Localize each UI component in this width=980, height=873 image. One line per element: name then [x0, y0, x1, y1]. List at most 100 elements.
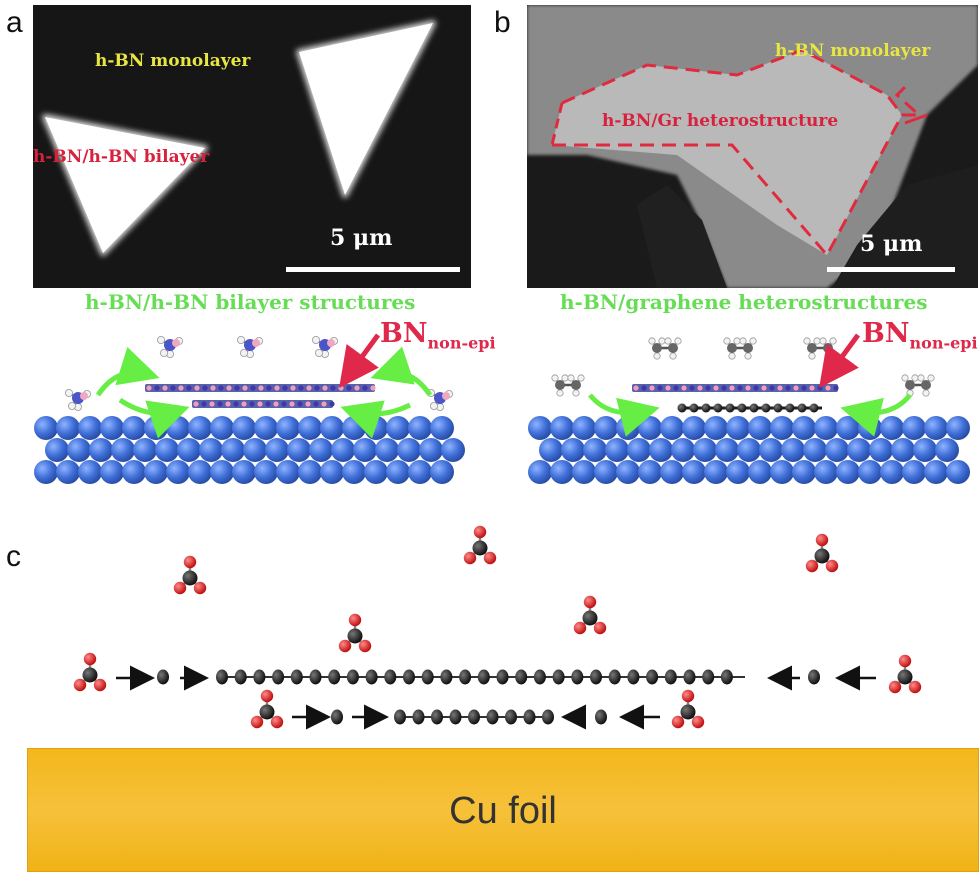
carbon-atom: [496, 669, 509, 685]
sem-image-a: h-BN monolayer h-BN/h-BN bilayer 5 μm: [33, 5, 471, 288]
cu-atom: [902, 460, 926, 484]
hydrogen-atom: [669, 352, 677, 360]
cu-atom: [353, 438, 377, 462]
cu-atom: [34, 460, 58, 484]
oxygen-atom: [805, 559, 819, 573]
oxygen-atom: [473, 525, 487, 539]
carbon-atom: [720, 669, 733, 685]
oxygen-atom: [463, 551, 477, 565]
carbon-atom: [533, 669, 546, 685]
carbon-atom: [272, 669, 285, 685]
carbon-atom: [328, 669, 341, 685]
bn-atom: [282, 385, 288, 391]
bn-atom: [186, 385, 192, 391]
hydrogen-atom: [68, 401, 77, 410]
hydrogen-atom: [577, 374, 585, 382]
triangle-flakes: [42, 20, 436, 256]
hbn-layer: [632, 384, 838, 392]
bn-atom: [273, 401, 279, 407]
carbon-atom: [331, 709, 343, 725]
bn-atom: [697, 385, 703, 391]
diffusion-arrows: [95, 333, 912, 439]
molecule-side: [327, 339, 335, 347]
carbon-atom: [472, 540, 488, 556]
label-hbn-monolayer-b: h-BN monolayer: [775, 41, 931, 61]
carbon-atom: [689, 403, 699, 413]
bn-atom: [233, 401, 239, 407]
green-arrow-a-right-down: [340, 400, 412, 439]
carbon-atom: [555, 380, 565, 390]
bn-atom: [194, 385, 200, 391]
cu-atom: [221, 438, 245, 462]
cu-atom: [276, 460, 300, 484]
cu-foil-label: Cu foil: [449, 790, 557, 832]
label-hbn-monolayer-a: h-BN monolayer: [95, 51, 251, 71]
cu-atom: [528, 460, 552, 484]
bn-atom: [242, 385, 248, 391]
bilayer-flake-core: [45, 117, 205, 253]
hydrogen-atom: [922, 389, 930, 397]
hetero-outline-top: [561, 48, 904, 116]
cu-atom: [408, 416, 432, 440]
hetero-arrow: [904, 113, 928, 125]
cu-atom: [869, 438, 893, 462]
hydrogen-atom: [744, 352, 752, 360]
cu-atom: [792, 460, 816, 484]
oxygen-atom: [183, 555, 197, 569]
cu-atom: [770, 460, 794, 484]
cu-foil-substrate: Cu foil: [27, 748, 979, 872]
carbon-atom: [542, 709, 554, 725]
oxygen-atom: [260, 689, 274, 703]
bn-atom: [665, 385, 671, 391]
bn-atom: [241, 401, 247, 407]
carbon-atom: [440, 669, 453, 685]
cu-atom: [276, 416, 300, 440]
red-arrow-b: [819, 333, 861, 389]
bn-atom: [641, 385, 647, 391]
hydrogen-atom: [429, 401, 438, 410]
cu-atom: [924, 416, 948, 440]
hydrogen-atom: [917, 374, 925, 382]
cu-atom: [287, 438, 311, 462]
cu-atom: [155, 438, 179, 462]
carbon-atom: [797, 403, 807, 413]
carbon-atom: [749, 403, 759, 413]
bn-atom: [170, 385, 176, 391]
carbon-atom: [702, 669, 715, 685]
carbon-atom: [384, 669, 397, 685]
bn-atom: [314, 385, 320, 391]
molecule-side: [442, 392, 450, 400]
oxygen-atom: [270, 715, 284, 729]
cu-atom: [56, 416, 80, 440]
cu-atom: [78, 460, 102, 484]
cu-atom: [858, 416, 882, 440]
carbon-atom: [743, 343, 753, 353]
cu-atom: [528, 416, 552, 440]
panel-letter-c: c: [6, 540, 21, 573]
cu-atom: [682, 460, 706, 484]
cu-atom: [254, 460, 278, 484]
hydrogen-atom: [911, 374, 919, 382]
carbon-atom: [807, 343, 817, 353]
bn-atom: [801, 385, 807, 391]
bn-atom: [274, 385, 280, 391]
oxygen-atom: [250, 715, 264, 729]
bn-atom: [793, 385, 799, 391]
carbon-atom: [773, 403, 783, 413]
carbon-atom: [921, 380, 931, 390]
cu-atom: [594, 460, 618, 484]
cu-atom: [924, 460, 948, 484]
cu-atom: [616, 416, 640, 440]
cu-atom: [144, 460, 168, 484]
red-arrow-a: [339, 333, 381, 389]
bn-atom: [673, 385, 679, 391]
bn-atom: [162, 385, 168, 391]
cu-atom: [847, 438, 871, 462]
oxygen-atom: [583, 595, 597, 609]
hydrogen-atom: [819, 337, 827, 345]
bn-atom: [250, 385, 256, 391]
carbon-atom: [590, 669, 602, 685]
carbon-atom: [713, 403, 723, 413]
cu-atom: [111, 438, 135, 462]
carbon-atom: [412, 709, 425, 725]
